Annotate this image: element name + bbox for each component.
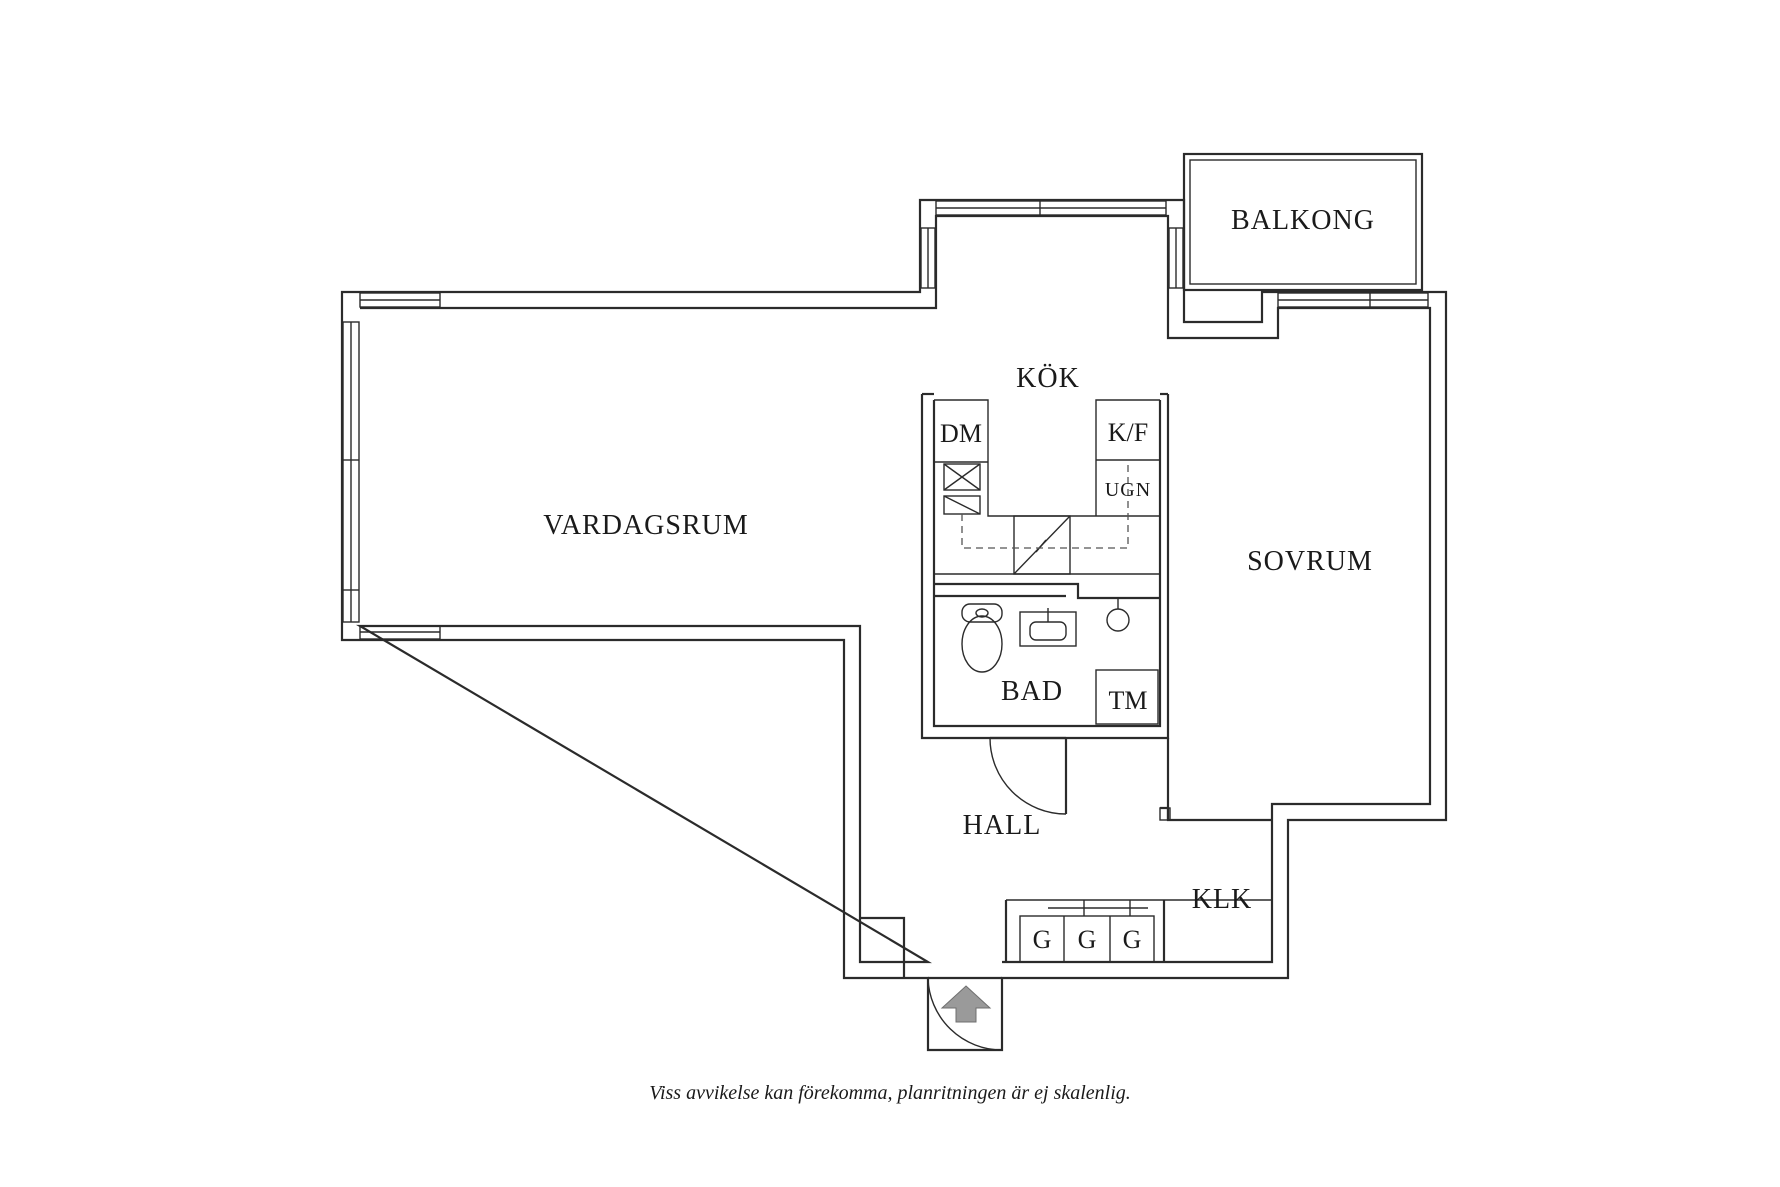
room-label-balkong: BALKONG <box>1231 205 1375 236</box>
entrance-door <box>927 976 1003 1051</box>
bathroom-fixtures <box>961 597 1159 725</box>
room-label-bad: BAD <box>1001 676 1063 707</box>
kitchen-counters <box>934 399 1160 575</box>
fixture-label-dm: DM <box>940 419 982 448</box>
fixture-label-tm: TM <box>1109 686 1148 715</box>
washing-machine-box <box>1095 669 1159 725</box>
room-label-hall: HALL <box>963 810 1042 841</box>
room-label-klk: KLK <box>1192 884 1253 915</box>
fixture-label-g1: G <box>1033 925 1052 954</box>
fixture-label-ugn: UGN <box>1105 479 1151 501</box>
wardrobe-row <box>1019 915 1155 963</box>
windows <box>342 200 1429 640</box>
entrance-arrow-icon <box>940 985 992 1023</box>
outer-walls <box>340 198 1448 1052</box>
fixture-label-g2: G <box>1078 925 1097 954</box>
fixture-label-g3: G <box>1123 925 1142 954</box>
disclaimer-text: Viss avvikelse kan förekomma, planritnin… <box>649 1082 1131 1104</box>
washbasin-icon <box>1019 608 1077 647</box>
room-label-sovrum: SOVRUM <box>1247 546 1373 577</box>
balcony <box>1182 152 1424 292</box>
toilet-icon <box>961 603 1003 673</box>
shower-icon <box>1106 597 1130 632</box>
bathroom-door <box>989 736 1068 815</box>
room-label-vardagsrum: VARDAGSRUM <box>543 510 749 541</box>
interior-walls <box>860 738 1272 978</box>
room-label-kok: KÖK <box>1016 363 1080 394</box>
fixture-label-kf: K/F <box>1108 418 1148 447</box>
